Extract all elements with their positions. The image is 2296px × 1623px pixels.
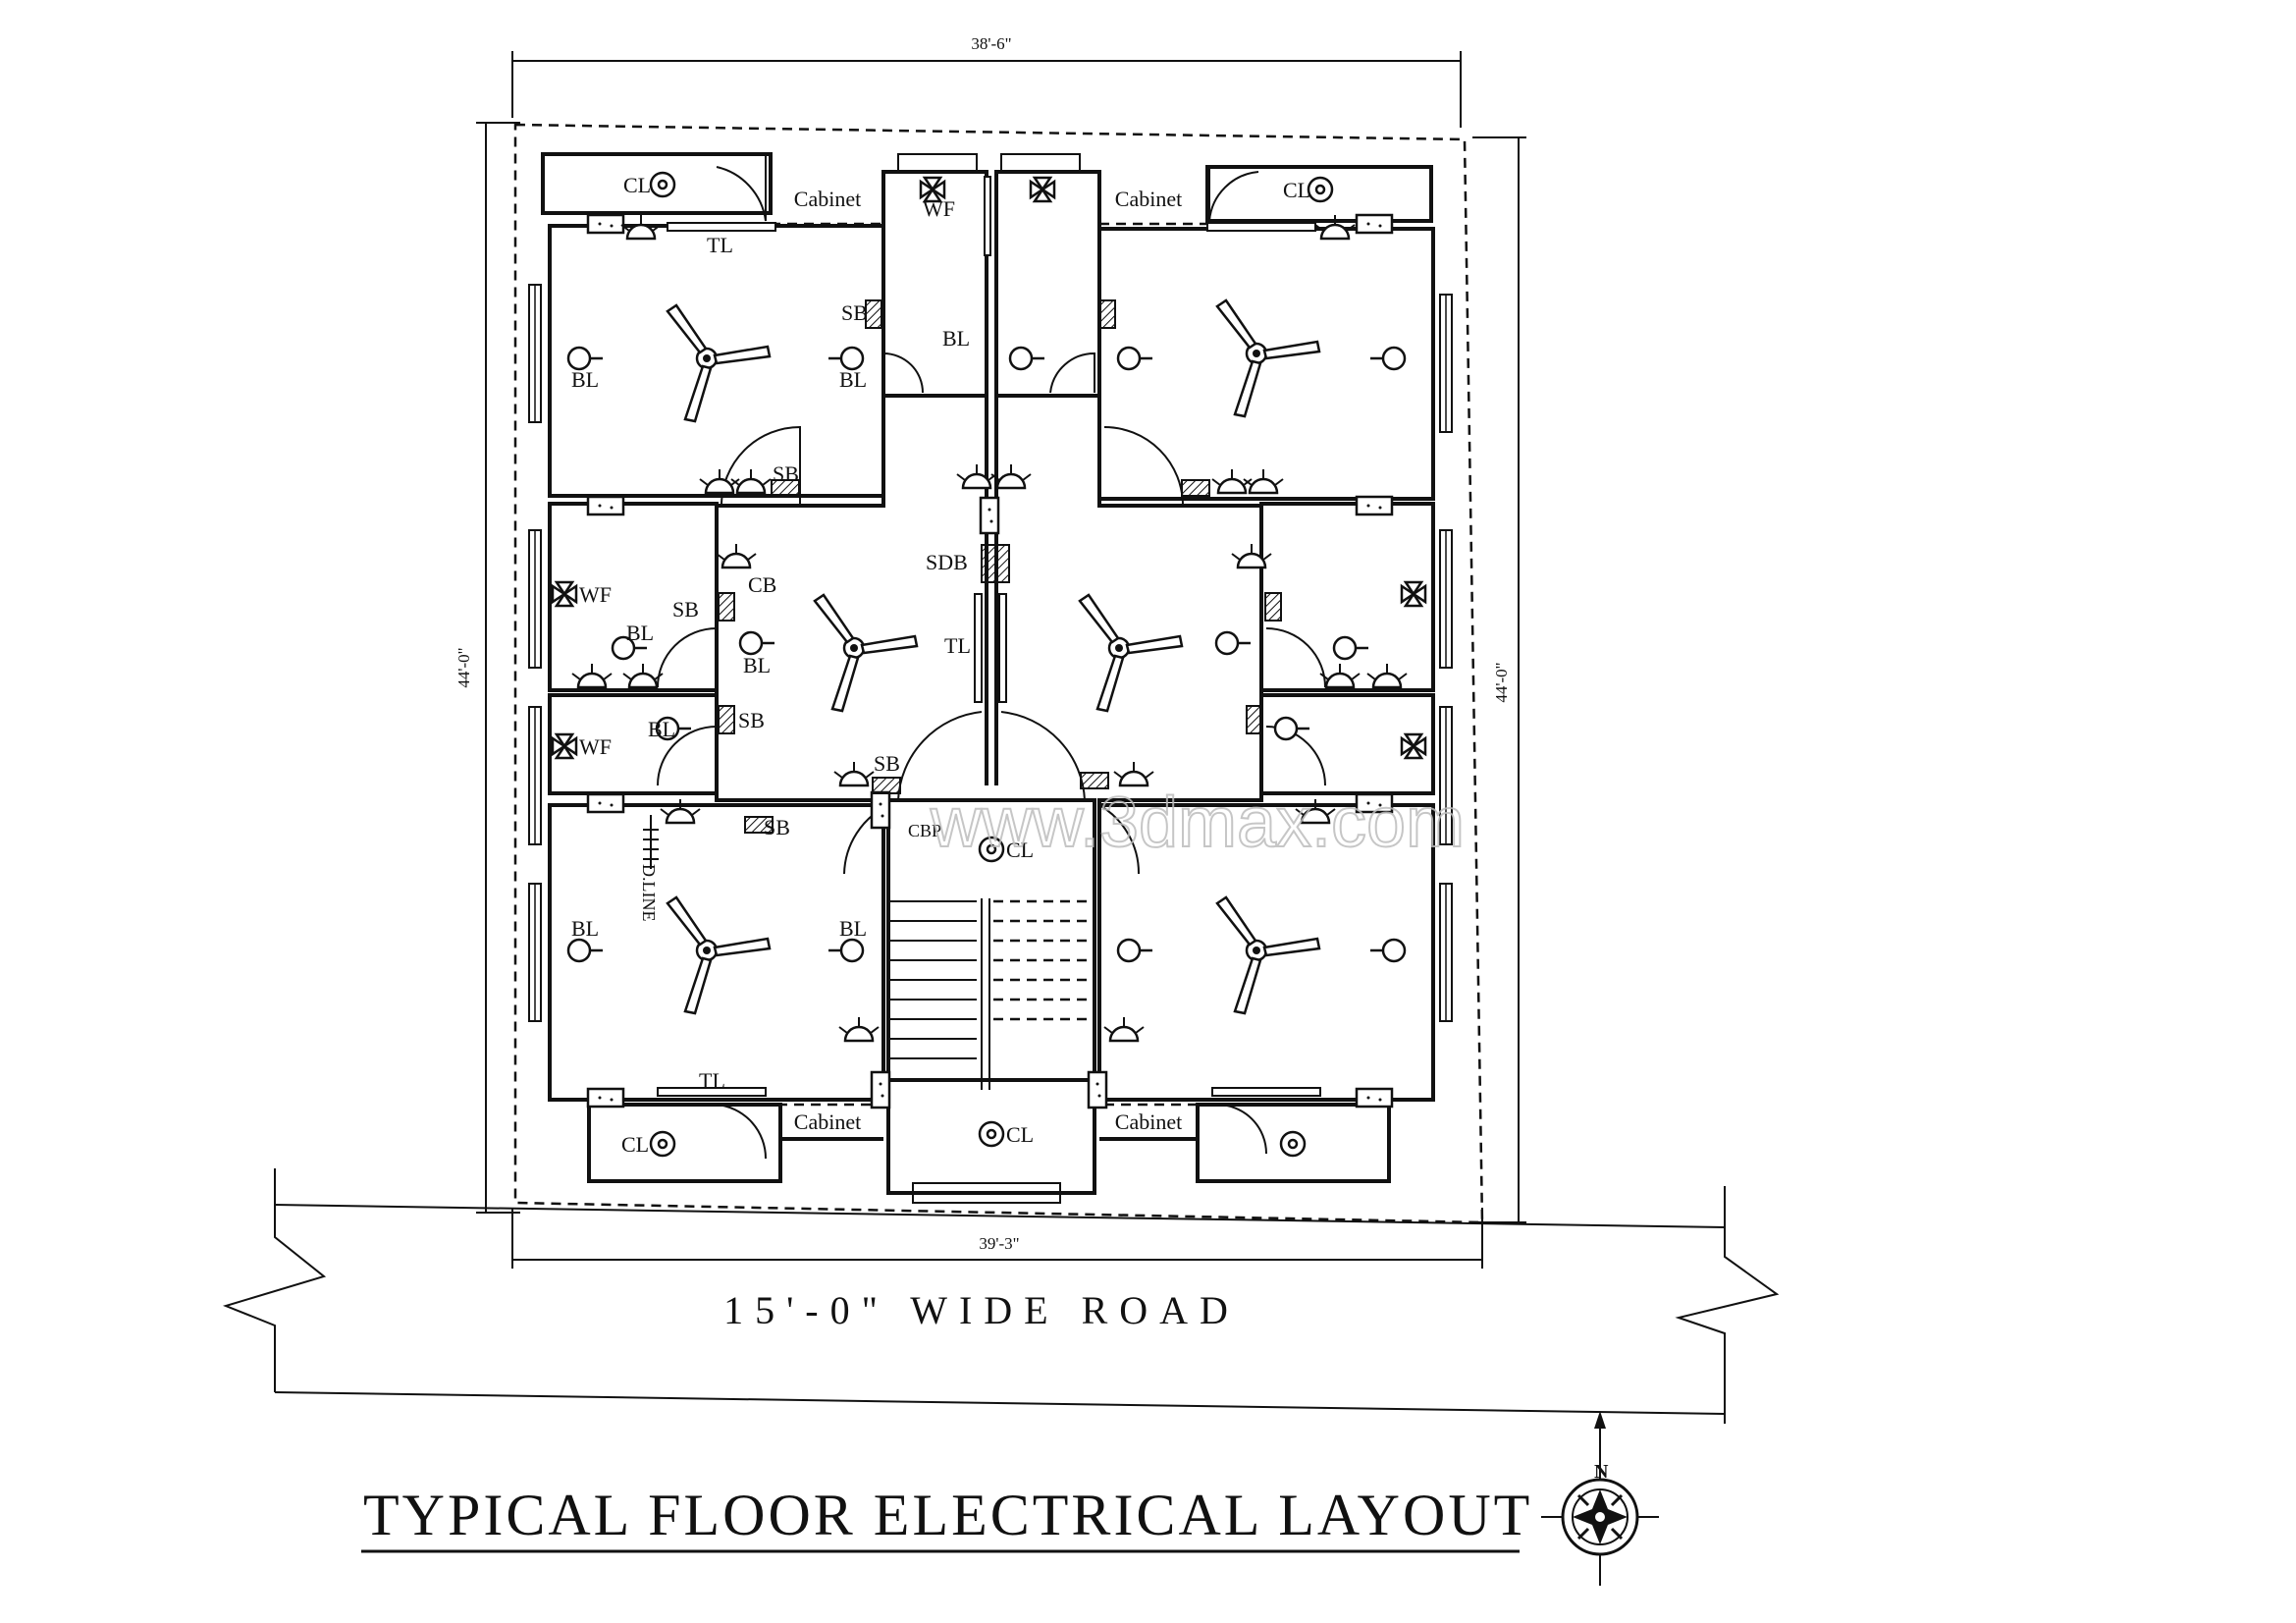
fan-icon [1215,895,1321,1015]
cl-label: CL [1006,838,1034,862]
building-walls [541,152,1435,1204]
stair-treads [888,898,1090,1090]
exhaust-fan-icon [551,580,578,608]
wf-label: WF [579,734,612,759]
sb-label: SB [738,708,765,732]
d-line-marker [643,815,659,869]
tl-label: TL [699,1068,725,1093]
cabinet-label: Cabinet [794,187,861,211]
cl-label: CL [1283,178,1310,202]
tl-label: TL [707,233,733,257]
bl-label: BL [626,621,654,645]
compass-label: N [1594,1461,1609,1483]
sb-label: SB [874,751,900,776]
bl-label: BL [571,367,599,392]
cabinet-label: Cabinet [794,1109,861,1134]
fan-icon [1215,298,1321,418]
road [222,1168,1780,1424]
tl-label: TL [944,633,971,658]
dim-right: 44'-0" [1492,662,1511,702]
sb-label: SB [773,461,799,486]
cbp-label: CBP [908,821,941,840]
cl-label: CL [621,1132,649,1157]
fan-icon [666,895,772,1015]
north-compass-icon [1541,1411,1659,1586]
cabinet-label: Cabinet [1115,187,1182,211]
wf-label: WF [579,582,612,607]
exhaust-fans [551,176,1427,760]
dim-bottom: 39'-3" [979,1234,1019,1253]
sb-label: SB [672,597,699,622]
tube-lights [974,176,1007,703]
exhaust-fan-icon [1400,580,1427,608]
exhaust-fan-icon [551,732,578,760]
sb-label: SB [841,300,868,325]
d-line-label: D.LINE [639,864,659,921]
wf-label: WF [923,196,955,221]
bl-label: BL [839,916,867,941]
dim-top: 38'-6" [971,34,1011,53]
bl-label: BL [648,717,675,741]
fan-icon [1078,593,1184,713]
switch-boards [718,299,1282,834]
watermark: www.3dmax.com [930,784,1465,862]
cabinet-label: Cabinet [1115,1109,1182,1134]
bl-label: BL [743,653,771,677]
room-labels: Cabinet Cabinet Cabinet Cabinet CL CL CL… [571,173,1310,1157]
cl-label: CL [623,173,651,197]
exhaust-fan-icon [1029,176,1056,203]
windows [528,222,1453,1097]
fan-icon [666,303,772,423]
exhaust-fan-icon [1400,732,1427,760]
fan-icon [813,593,919,713]
cb-label: CB [748,572,776,597]
bl-label: BL [839,367,867,392]
drawing-title: TYPICAL FLOOR ELECTRICAL LAYOUT [363,1483,1532,1547]
bl-label: BL [571,916,599,941]
sdb-label: SDB [926,550,968,574]
road-label: 15'-0" WIDE ROAD [723,1288,1240,1332]
dim-left: 44'-0" [454,647,473,687]
plot-boundary [513,123,1484,1224]
sb-label: SB [764,815,790,839]
bl-label: BL [942,326,970,351]
cl-label: CL [1006,1122,1034,1147]
